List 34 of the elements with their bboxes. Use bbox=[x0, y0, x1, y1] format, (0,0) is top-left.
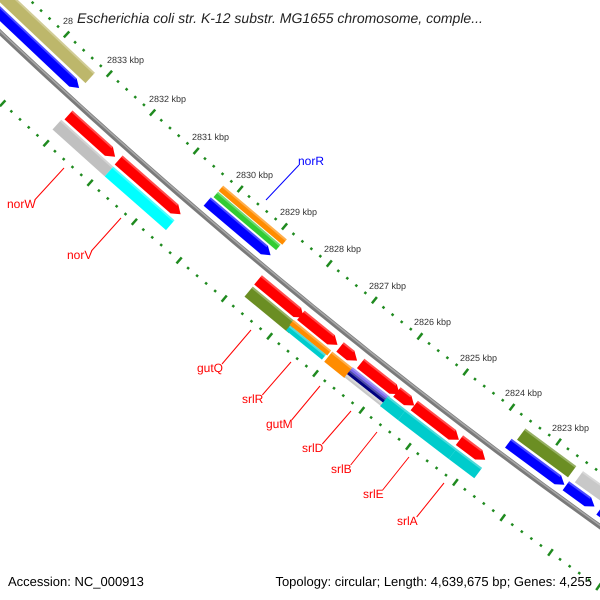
genome-info-text: Topology: circular; Length: 4,639,675 bp; Genes: 4,255 bbox=[275, 574, 592, 590]
leader-line bbox=[416, 482, 444, 518]
gene-label: srlA bbox=[397, 514, 418, 528]
leader-line bbox=[34, 168, 64, 200]
gene-label: gutM bbox=[266, 417, 293, 431]
scale-label: 2832 kbp bbox=[149, 93, 186, 105]
gene-label: norR bbox=[298, 154, 324, 168]
scale-label: 2823 kbp bbox=[552, 422, 590, 434]
leader-line bbox=[322, 410, 352, 444]
gene-label: srlR bbox=[242, 392, 264, 406]
leader-line bbox=[262, 362, 292, 396]
leader-line bbox=[291, 386, 320, 420]
leader-line bbox=[90, 218, 122, 252]
gene-label: norW bbox=[7, 197, 36, 211]
gene-label: srlD bbox=[302, 441, 324, 455]
gene-label: gutQ bbox=[197, 361, 224, 375]
scale-label: 2826 kbp bbox=[414, 316, 452, 328]
scale-label: 2833 kbp bbox=[107, 54, 144, 66]
leader-line bbox=[266, 164, 300, 200]
leader-line bbox=[222, 330, 252, 364]
gene-label: srlB bbox=[331, 462, 352, 476]
scale-label: 2825 kbp bbox=[460, 352, 498, 364]
scale-label: 2830 kbp bbox=[236, 169, 274, 181]
scale-label: 2827 kbp bbox=[369, 280, 406, 292]
gene-label: srlE bbox=[363, 487, 384, 501]
accession-text: Accession: NC_000913 bbox=[8, 574, 144, 590]
leader-line bbox=[382, 456, 410, 490]
scale-label: 28 bbox=[63, 15, 74, 27]
gene-label: norV bbox=[67, 248, 92, 262]
leader-line bbox=[350, 432, 378, 466]
scale-label: 2824 kbp bbox=[505, 387, 542, 399]
scale-label: 2831 kbp bbox=[192, 131, 230, 143]
scale-label: 2828 kbp bbox=[324, 243, 362, 255]
scale-label: 2829 kbp bbox=[280, 206, 318, 218]
